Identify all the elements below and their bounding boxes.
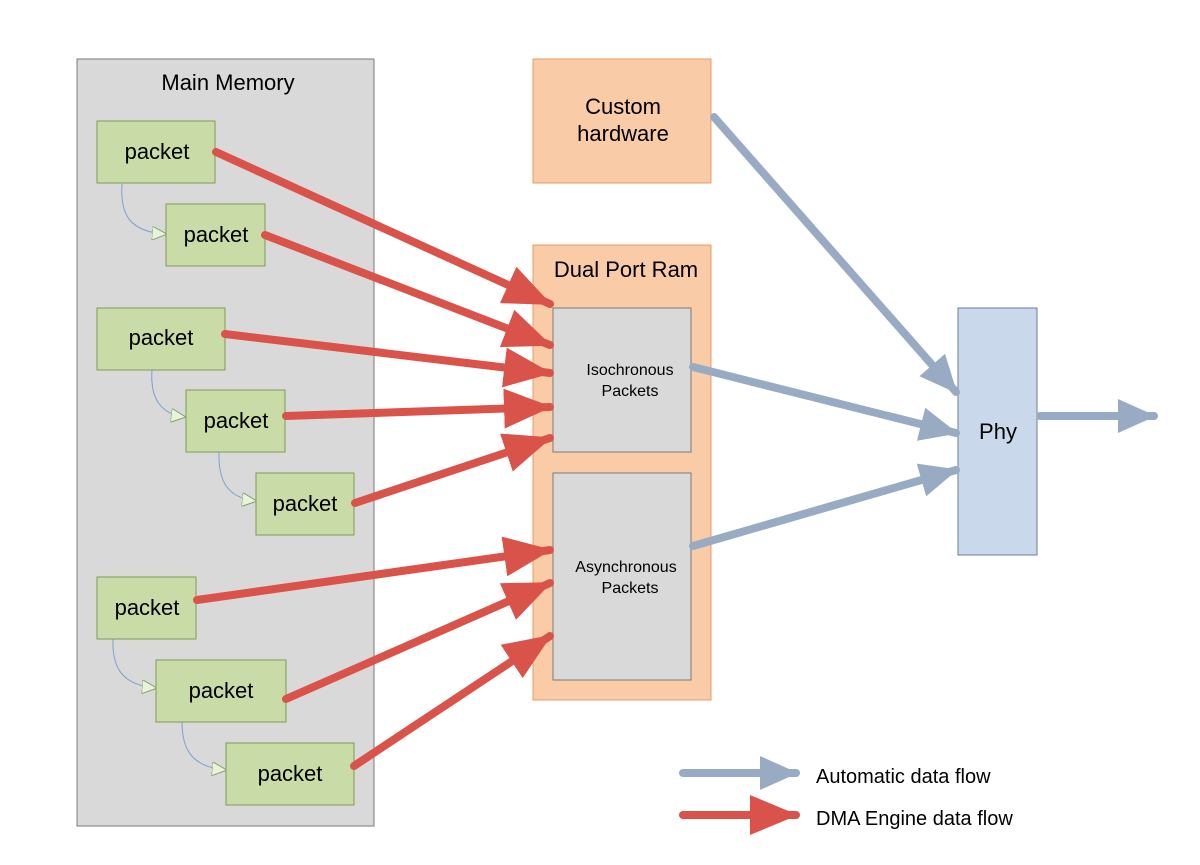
packet-label: packet — [258, 761, 323, 786]
packet-links — [112, 183, 256, 770]
dma-arrow — [221, 330, 554, 388]
dma-arrow — [193, 536, 554, 604]
dma-arrow — [212, 148, 554, 308]
packet-link — [181, 721, 226, 770]
phy-label: Phy — [979, 419, 1017, 444]
isochronous-line2: Packets — [602, 383, 659, 400]
automatic-arrow — [689, 463, 960, 550]
dma-arrows — [193, 148, 554, 770]
packet: packet — [96, 307, 226, 371]
legend-automatic: Automatic data flow — [679, 756, 991, 790]
packet-link — [121, 183, 166, 234]
dual-port-ram-title: Dual Port Ram — [554, 257, 698, 282]
automatic-arrow — [689, 363, 960, 441]
packet-link — [112, 638, 156, 688]
packet-link — [151, 369, 185, 417]
packet-label: packet — [273, 491, 338, 516]
legend: Automatic data flow DMA Engine data flow — [679, 756, 1013, 835]
packet: packet — [155, 659, 287, 723]
packet: packet — [96, 576, 197, 640]
packet-label: packet — [115, 595, 180, 620]
dma-arrow — [350, 632, 554, 770]
asynchronous-line2: Packets — [602, 580, 659, 597]
packet-label: packet — [125, 139, 190, 164]
packet: packet — [96, 120, 216, 184]
dma-arrow — [282, 579, 554, 703]
isochronous-line1: Isochronous — [586, 362, 673, 379]
packet-link — [218, 451, 256, 501]
dma-arrow — [261, 231, 554, 349]
packet-label: packet — [204, 408, 269, 433]
dual-port-ram-block: Dual Port Ram Isochronous Packets Asynch… — [532, 244, 712, 701]
dma-arrow — [282, 388, 554, 429]
legend-dma-label: DMA Engine data flow — [816, 808, 1013, 830]
dma-arrow — [351, 433, 554, 507]
main-memory-title: Main Memory — [161, 70, 294, 95]
packet-label: packet — [129, 325, 194, 350]
legend-automatic-label: Automatic data flow — [816, 766, 991, 788]
legend-dma: DMA Engine data flow — [679, 795, 1013, 835]
asynchronous-line1: Asynchronous — [575, 559, 676, 576]
isochronous-packets-block: Isochronous Packets — [552, 307, 692, 453]
automatic-arrows — [689, 113, 1158, 550]
packet: packet — [185, 389, 286, 453]
automatic-arrow — [710, 113, 960, 396]
packet: packet — [255, 472, 355, 536]
packet: packet — [165, 203, 266, 267]
phy-block: Phy — [957, 307, 1038, 556]
custom-hardware-block: Custom hardware — [532, 58, 712, 184]
packet: packet — [225, 742, 355, 806]
custom-hardware-line2: hardware — [577, 121, 669, 146]
asynchronous-packets-block: Asynchronous Packets — [552, 472, 692, 681]
packet-label: packet — [184, 222, 249, 247]
custom-hardware-line1: Custom — [585, 94, 661, 119]
packet-label: packet — [189, 678, 254, 703]
